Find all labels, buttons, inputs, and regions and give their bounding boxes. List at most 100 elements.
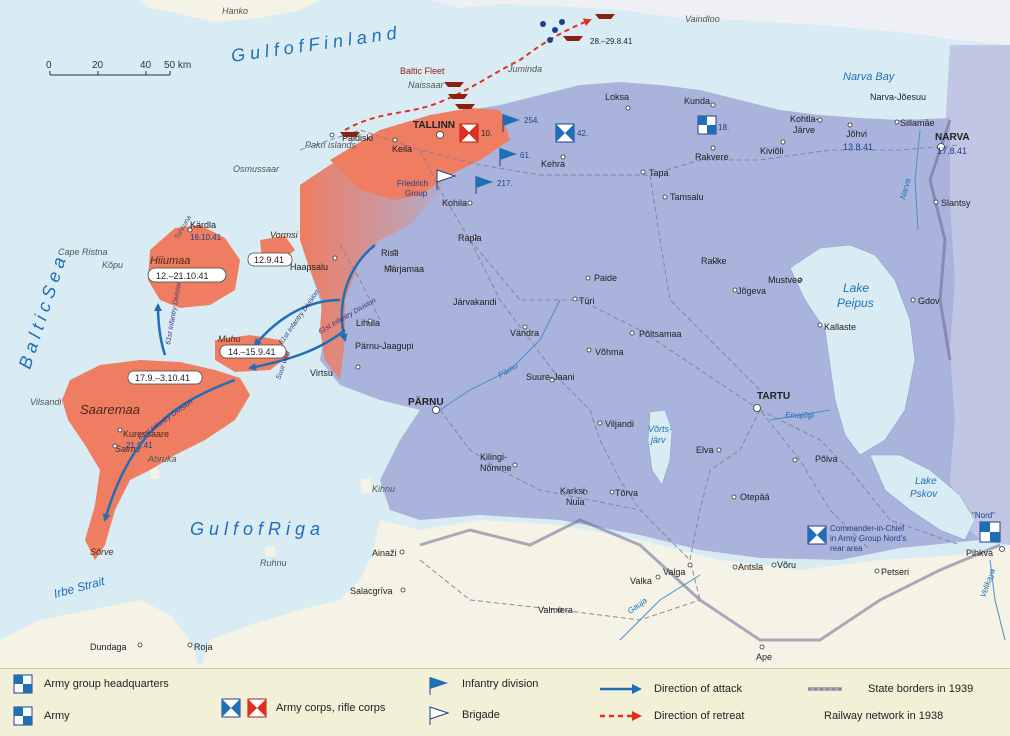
sillamae-label: Sillamäe <box>900 118 935 128</box>
vaindloo-label: Vaindloo <box>685 14 720 24</box>
mine-icon <box>559 19 565 25</box>
friedrich-label-2: Group <box>405 189 428 198</box>
ship-icon <box>444 82 464 87</box>
hanko-peninsula <box>140 0 320 22</box>
lake-peipus-label-2: Peipus <box>837 296 874 310</box>
antsla-label: Antsla <box>738 562 763 572</box>
legend-attack-label: Direction of attack <box>654 683 743 695</box>
vortsjarv-label-1: Võrts- <box>648 424 672 434</box>
otepaa-label: Otepää <box>740 492 770 502</box>
town-dots <box>112 102 1005 650</box>
mustvee-label: Mustvee <box>768 275 802 285</box>
kardla-date: 16.10.41 <box>190 233 222 242</box>
kivioli-label: Kiviõli <box>760 146 784 156</box>
unit-254-label: 254. <box>524 116 540 125</box>
dundaga-label: Dundaga <box>90 642 127 652</box>
salacgriva-label: Salacgrīva <box>350 586 393 596</box>
gdov-label: Gdov <box>918 296 940 306</box>
ship-icon <box>563 36 583 41</box>
torva-label: Tõrva <box>615 488 638 498</box>
army-18: 18. <box>697 115 729 135</box>
lake-peipus-label-1: Lake <box>843 281 869 295</box>
valmiera-label: Valmiera <box>538 605 573 615</box>
virtsu-label: Virtsu <box>310 368 333 378</box>
cic-label-1: Commander-in-Chief <box>830 524 905 533</box>
vilsandi-label: Vilsandi <box>30 397 62 407</box>
valga-label: Valga <box>663 567 685 577</box>
legend-brigade-icon <box>429 706 450 725</box>
unit-42-label: 42. <box>577 129 588 138</box>
slantsy-label: Slantsy <box>941 198 971 208</box>
pihkva-label: Pihkva <box>966 548 993 558</box>
army-corps-42: 42. <box>555 123 588 143</box>
friedrich-group: Friedrich Group <box>397 169 457 198</box>
gulf-riga-label: G u l f o f R i g a <box>190 519 320 539</box>
scale-tick-20: 20 <box>92 60 104 71</box>
legend-infantry-icon <box>429 677 448 695</box>
legend-corps-icons <box>221 698 267 718</box>
petseri-label: Petseri <box>881 567 909 577</box>
kehra-label: Kehra <box>541 159 565 169</box>
juminda-label: Juminda <box>507 64 542 74</box>
turi-label: Türi <box>579 296 595 306</box>
fleet-date: 28.–29.8.41 <box>590 37 633 46</box>
karksi-label-1: Karksi- <box>560 486 588 496</box>
kilingi-label-1: Kilingi- <box>480 452 507 462</box>
joegeva-label: Jõgeva <box>737 286 766 296</box>
naissaar-label: Naissaar <box>408 80 445 90</box>
attack-arrow-hiiumaa <box>154 303 167 356</box>
saaremaa-date: 17.9.–3.10.41 <box>135 373 190 383</box>
hanko-label: Hanko <box>222 6 248 16</box>
mine-icon <box>552 27 558 33</box>
cic-label-2: in Army Group Nord's <box>830 534 906 543</box>
rakke-label: Rakke <box>701 256 727 266</box>
unit-10-label: 10. <box>481 129 492 138</box>
ship-icon <box>455 104 475 109</box>
valka-label: Valka <box>630 576 652 586</box>
kurzeme-land <box>0 600 200 668</box>
map-legend: Army group headquarters Army Army corps,… <box>0 668 1010 736</box>
kopu-label: Kõpu <box>102 260 123 270</box>
karksi-label-2: Nuia <box>566 497 585 507</box>
ship-icon <box>448 94 468 99</box>
legend-army-icon <box>13 706 33 726</box>
city-labels: TALLINN PÄRNU TARTU NARVA 17.8.41 Paldis… <box>90 92 993 662</box>
kohtla-label-2: Järve <box>793 125 815 135</box>
voru-label: Võru <box>777 560 796 570</box>
abruka-label: Abruka <box>147 454 177 464</box>
ruhnu-island <box>265 546 276 557</box>
hiiumaa-label: Hiiumaa <box>150 255 190 267</box>
legend-corps-label: Army corps, rifle corps <box>276 702 386 714</box>
russia-land <box>945 45 1010 545</box>
attack-arrow-coast <box>339 244 376 342</box>
haapsalu-label: Haapsalu <box>290 262 328 272</box>
attack-arrow-muhu <box>253 298 341 347</box>
lake-vortsjarv <box>647 409 673 486</box>
parnu-label: PÄRNU <box>408 395 444 408</box>
muhu-date: 14.–15.9.41 <box>228 347 276 357</box>
narva-label: NARVA <box>935 132 970 143</box>
railway-network <box>299 129 961 621</box>
polva-label: Põlva <box>815 454 838 464</box>
tapa-label: Tapa <box>649 168 669 178</box>
kohila-label: Kohila <box>442 198 467 208</box>
legend-army-label: Army <box>44 710 70 722</box>
sorve-label: Sõrve <box>90 547 114 557</box>
vormsi-label: Vormsi <box>270 230 299 240</box>
attack-arrow-saaremaa <box>248 329 346 371</box>
kuressaare-label: Kuressaare <box>123 429 169 439</box>
rakvere-label: Rakvere <box>695 152 729 162</box>
vandra-label: Vändra <box>510 328 539 338</box>
date-boxes: 12.–21.10.41 12.9.41 14.–15.9.41 17.9.–3… <box>127 252 293 385</box>
nord-label: "Nord" <box>972 511 995 520</box>
pakri-label: Pakri islands <box>305 140 357 150</box>
kunda-label: Kunda <box>684 96 710 106</box>
unit-18-label: 18. <box>718 123 729 132</box>
abruka-island <box>150 468 160 479</box>
salme-label: Salme <box>115 444 141 454</box>
scale-tick-40: 40 <box>140 60 152 71</box>
legend-infantry-label: Infantry division <box>462 678 539 690</box>
legend-borders-label: State borders in 1939 <box>868 683 974 695</box>
ape-label: Ape <box>756 652 772 662</box>
unit-61-label: 61. <box>520 151 531 160</box>
